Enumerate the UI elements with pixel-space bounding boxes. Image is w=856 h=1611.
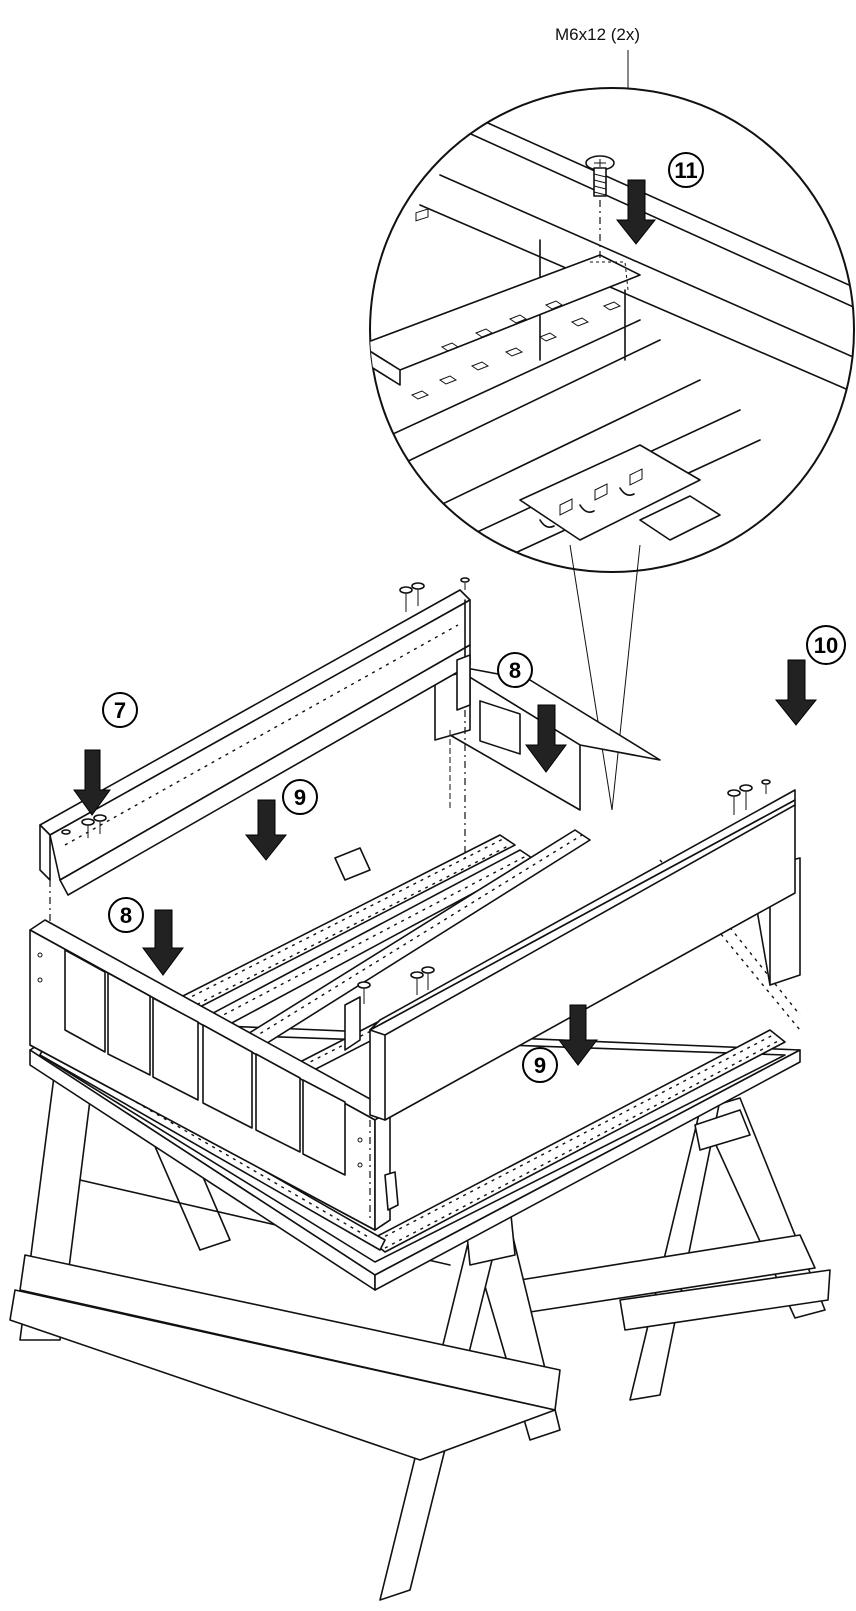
sawhorse-icon <box>9 1019 831 1601</box>
fastener-label: M6x12 (2x) <box>555 25 640 44</box>
callout-9-upper <box>282 779 318 815</box>
step-8-lower-label: 8 <box>120 903 132 928</box>
step-7-label: 7 <box>114 698 126 723</box>
step-8-upper-label: 8 <box>509 658 521 683</box>
callout-9-lower <box>522 1047 558 1083</box>
magnifier-cone-right <box>611 544 641 811</box>
front-right-panel <box>344 779 796 1220</box>
down-arrow-icon <box>615 179 657 245</box>
step-9-upper-label: 9 <box>294 785 306 810</box>
front-left-panel <box>29 919 399 1231</box>
callout-7 <box>102 692 138 728</box>
screw-icon <box>61 577 470 838</box>
screw-icon <box>357 779 771 1004</box>
down-arrow-icon <box>73 659 818 1066</box>
step-11-label: 11 <box>674 158 697 183</box>
callout-8-lower <box>108 897 144 933</box>
callout-8-upper <box>497 652 533 688</box>
strip-slots <box>415 208 429 222</box>
top-left-rail <box>39 577 471 1030</box>
callout-10 <box>806 625 846 665</box>
detail-magnifier: 11 <box>369 87 855 573</box>
step-9-lower-label: 9 <box>534 1053 546 1078</box>
step-10-label: 10 <box>814 633 838 658</box>
magnifier-cone-left <box>569 544 613 811</box>
screw-icon <box>585 155 615 258</box>
callout-11 <box>668 152 704 188</box>
